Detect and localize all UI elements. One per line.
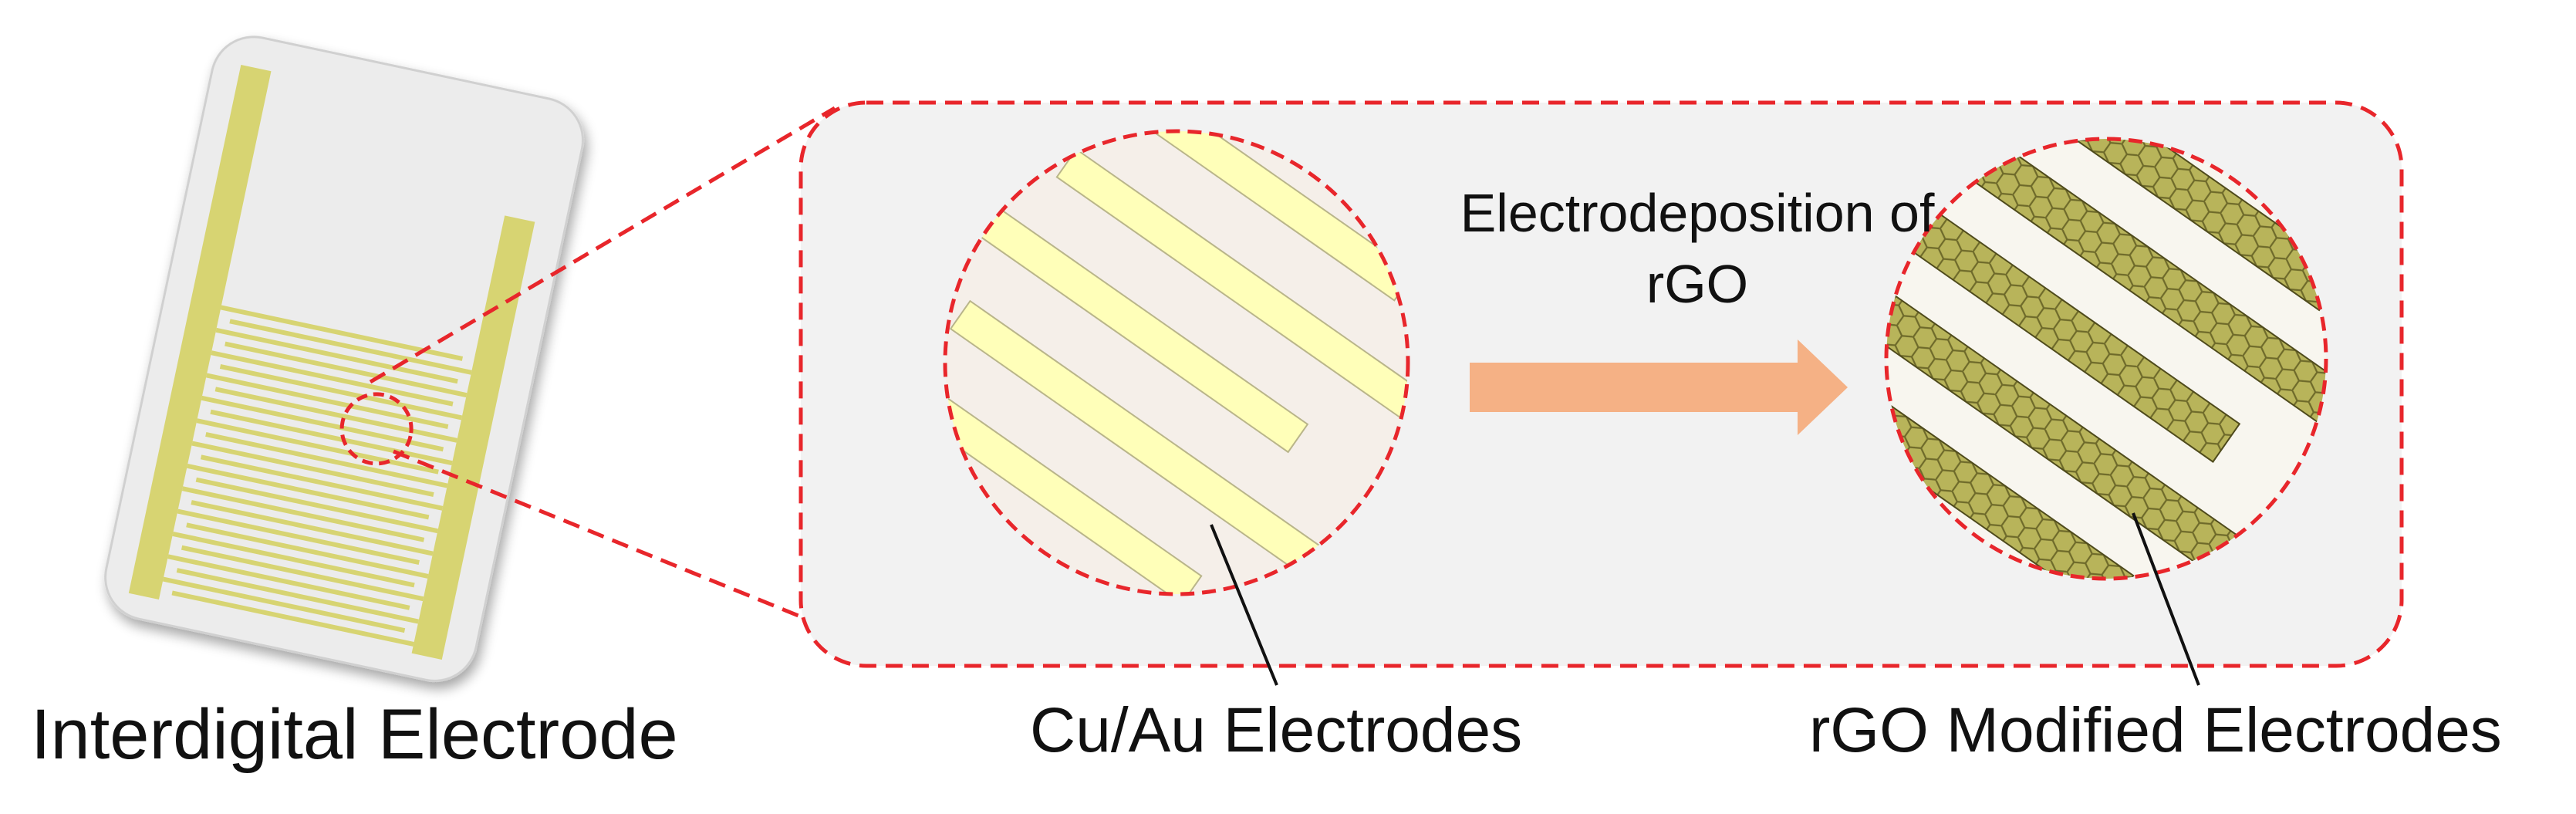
finger: [220, 305, 464, 361]
finger: [201, 395, 444, 452]
rgo-electrode-strip: [1963, 139, 2326, 312]
finger: [206, 373, 449, 429]
zoom-spot: [339, 392, 414, 466]
rgo-electrode-strip: [1886, 174, 2241, 463]
finger: [211, 350, 454, 407]
interdigital-fingers: [162, 305, 472, 647]
finger: [229, 319, 472, 375]
finger: [214, 387, 457, 443]
finger: [196, 418, 439, 475]
finger: [225, 341, 468, 398]
left-busbar: [128, 64, 272, 600]
zoom-line-bottom: [393, 449, 803, 620]
finger: [191, 500, 434, 556]
finger: [205, 432, 448, 488]
finger: [177, 508, 420, 566]
interdigital-electrode-card: [104, 35, 584, 682]
finger: [167, 554, 410, 610]
finger: [162, 576, 406, 633]
finger: [210, 409, 453, 466]
finger: [186, 522, 429, 579]
right-busbar: [411, 215, 535, 660]
rgo-modified-electrodes-label: rGO Modified Electrodes: [1809, 695, 2502, 765]
rgo-pointer: [2132, 512, 2200, 686]
finger: [171, 590, 414, 647]
process-label-line2: rGO: [1646, 254, 1749, 314]
process-arrow: [1470, 339, 1848, 435]
finger: [187, 463, 430, 520]
finger: [219, 364, 463, 421]
process-label-line1: Electrodeposition of: [1460, 183, 1935, 243]
cu-au-pointer: [1210, 524, 1278, 686]
finger: [172, 531, 415, 588]
process-label: Electrodeposition of rGO: [1312, 177, 2083, 319]
zoom-line-top: [369, 106, 836, 384]
rgo-electrode-strip: [1886, 295, 2277, 579]
rgo-electrodes-magnified: [1884, 137, 2328, 581]
finger: [215, 327, 458, 384]
finger: [181, 545, 424, 602]
finger: [200, 454, 444, 511]
cu-au-electrodes-label: Cu/Au Electrodes: [1030, 695, 1523, 765]
cu-au-electrode-strip: [1055, 148, 1408, 444]
finger: [191, 441, 434, 497]
finger: [176, 568, 419, 624]
interdigital-electrode-label: Interdigital Electrode: [31, 695, 678, 774]
cu-au-electrode-strip: [945, 175, 1309, 454]
finger: [181, 486, 425, 542]
cu-au-electrode-strip: [945, 326, 1203, 594]
finger: [195, 477, 438, 534]
cu-au-electrodes-magnified: [943, 129, 1410, 596]
